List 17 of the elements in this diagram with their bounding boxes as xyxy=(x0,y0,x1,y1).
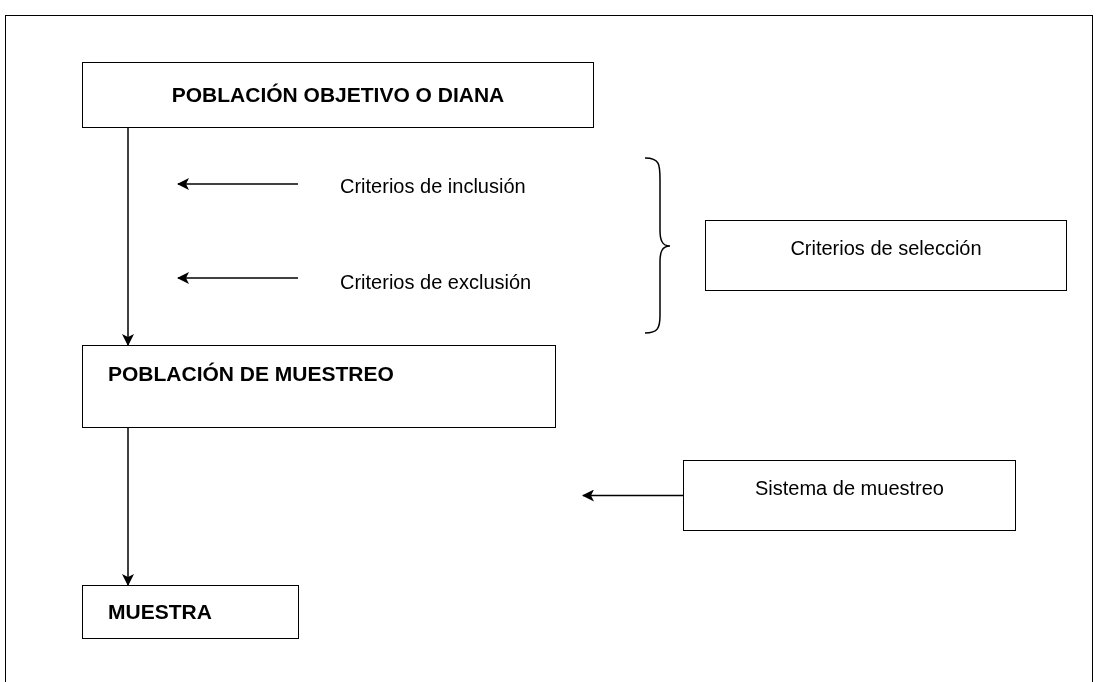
criteria-text: Criterios de inclusión xyxy=(340,174,526,198)
sampling-population-box xyxy=(82,345,556,428)
arrow xyxy=(177,272,299,284)
arrow xyxy=(582,489,684,502)
criteria-text: Criterios de exclusión xyxy=(340,270,532,294)
sampling-system-box xyxy=(683,460,1016,531)
selection-box xyxy=(705,220,1067,291)
arrow xyxy=(177,178,299,190)
arrow xyxy=(122,427,134,586)
box-label: MUESTRA xyxy=(108,600,212,624)
box-label: POBLACIÓN OBJETIVO O DIANA xyxy=(171,83,505,107)
arrow xyxy=(122,127,134,346)
target-population-box xyxy=(82,62,594,128)
sample-box xyxy=(82,585,299,639)
box-label: Criterios de selección xyxy=(790,237,982,260)
box-label: POBLACIÓN DE MUESTREO xyxy=(108,362,394,386)
box-label: Sistema de muestreo xyxy=(755,477,944,500)
